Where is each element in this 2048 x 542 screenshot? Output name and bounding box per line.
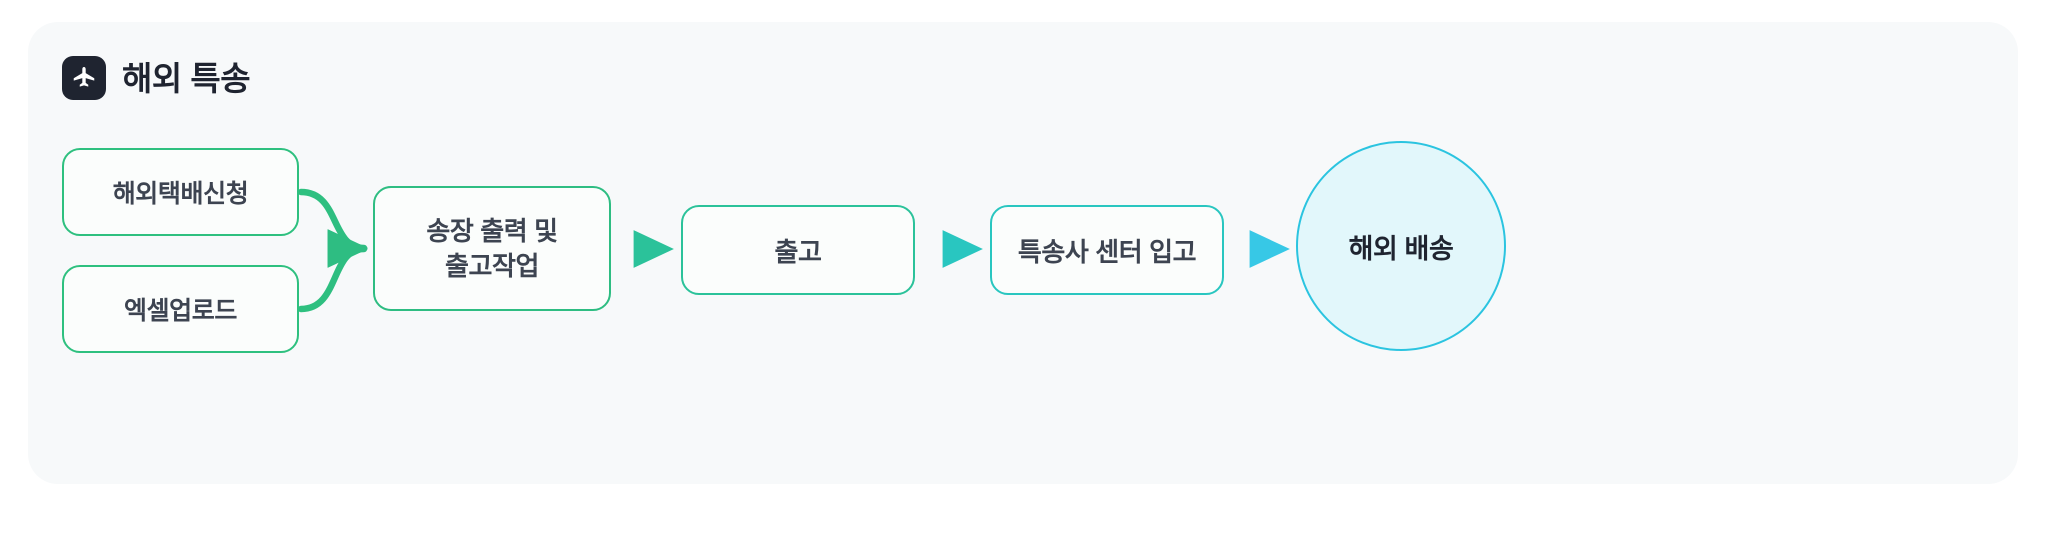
airplane-icon	[62, 56, 106, 100]
node-label: 출고	[774, 236, 822, 267]
node-label-line2: 출고작업	[444, 250, 540, 281]
node-label-group: 송장 출력 및 출고작업	[426, 214, 558, 283]
node-label: 엑셀업로드	[123, 297, 237, 325]
page-title: 해외 특송	[122, 59, 251, 97]
node-overseas-delivery[interactable]: 해외 배송	[1296, 141, 1506, 351]
node-shipping-out[interactable]: 출고	[681, 205, 915, 295]
node-express-center-inbound[interactable]: 특송사 센터 입고	[990, 205, 1224, 295]
node-invoice-print-and-release[interactable]: 송장 출력 및 출고작업	[373, 186, 611, 311]
node-label: 해외택배신청	[112, 180, 249, 208]
node-label: 특송사 센터 입고	[1017, 236, 1197, 267]
panel-header: 해외 특송	[62, 56, 251, 100]
node-excel-upload[interactable]: 엑셀업로드	[62, 265, 299, 353]
node-label-line1: 송장 출력 및	[426, 216, 558, 247]
node-overseas-parcel-request[interactable]: 해외택배신청	[62, 148, 299, 236]
node-label: 해외 배송	[1348, 233, 1454, 264]
